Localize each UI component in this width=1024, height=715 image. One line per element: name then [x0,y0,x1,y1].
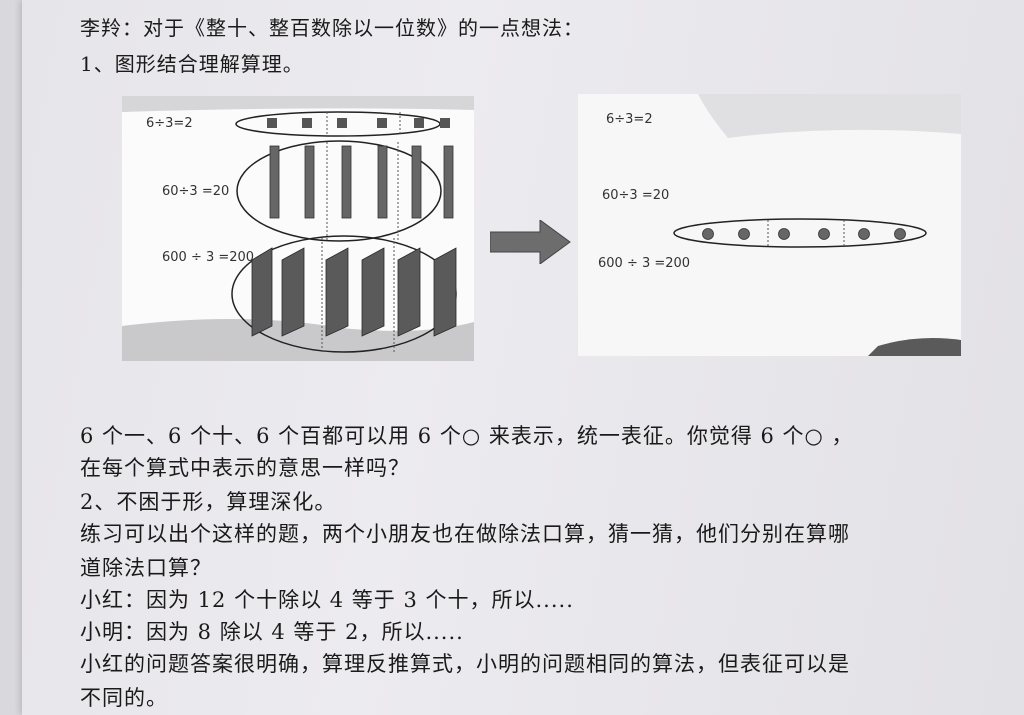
circles-illustration [673,94,961,356]
paragraph-line: 不同的。 [80,686,168,710]
paragraph-line: 小明：因为 8 除以 4 等于 2，所以..... [80,620,464,644]
paragraph-line: 小红的问题答案很明确，算理反推算式，小明的问题相同的算法，但表征可以是 [80,652,850,676]
equation-tens-right: 60÷3 =20 [602,188,670,203]
blocks-illustration [122,96,474,361]
equation-ones: 6÷3=2 [146,116,193,131]
document-page: 李羚：对于《整十、整百数除以一位数》的一点想法： 1、图形结合理解算理。 [22,0,1024,715]
paragraph-line: 6 个一、6 个十、6 个百都可以用 6 个○ 来表示，统一表征。你觉得 6 个… [80,424,854,448]
document-title: 李羚：对于《整十、整百数除以一位数》的一点想法： [80,16,584,40]
right-arrow-icon [490,220,571,264]
equation-ones-right: 6÷3=2 [606,112,653,127]
paragraph-line: 在每个算式中表示的意思一样吗？ [80,456,410,480]
right-diagram: 6÷3=2 60÷3 =20 600 ÷ 3 =200 [578,94,961,356]
paragraph-line: 练习可以出个这样的题，两个小朋友也在做除法口算，猜一猜，他们分别在算哪 [80,522,850,546]
section-heading-1: 1、图形结合理解算理。 [80,52,304,76]
equation-hundreds-right: 600 ÷ 3 =200 [598,256,691,271]
equation-hundreds: 600 ÷ 3 =200 [162,250,255,265]
equation-tens: 60÷3 =20 [162,184,230,199]
paragraph-line: 道除法口算？ [80,556,212,580]
left-diagram: 6÷3=2 60÷3 =20 600 ÷ 3 =200 [122,96,474,361]
section-heading-2: 2、不困于形，算理深化。 [80,490,337,514]
paragraph-line: 小红：因为 12 个十除以 4 等于 3 个十，所以..... [80,588,574,612]
